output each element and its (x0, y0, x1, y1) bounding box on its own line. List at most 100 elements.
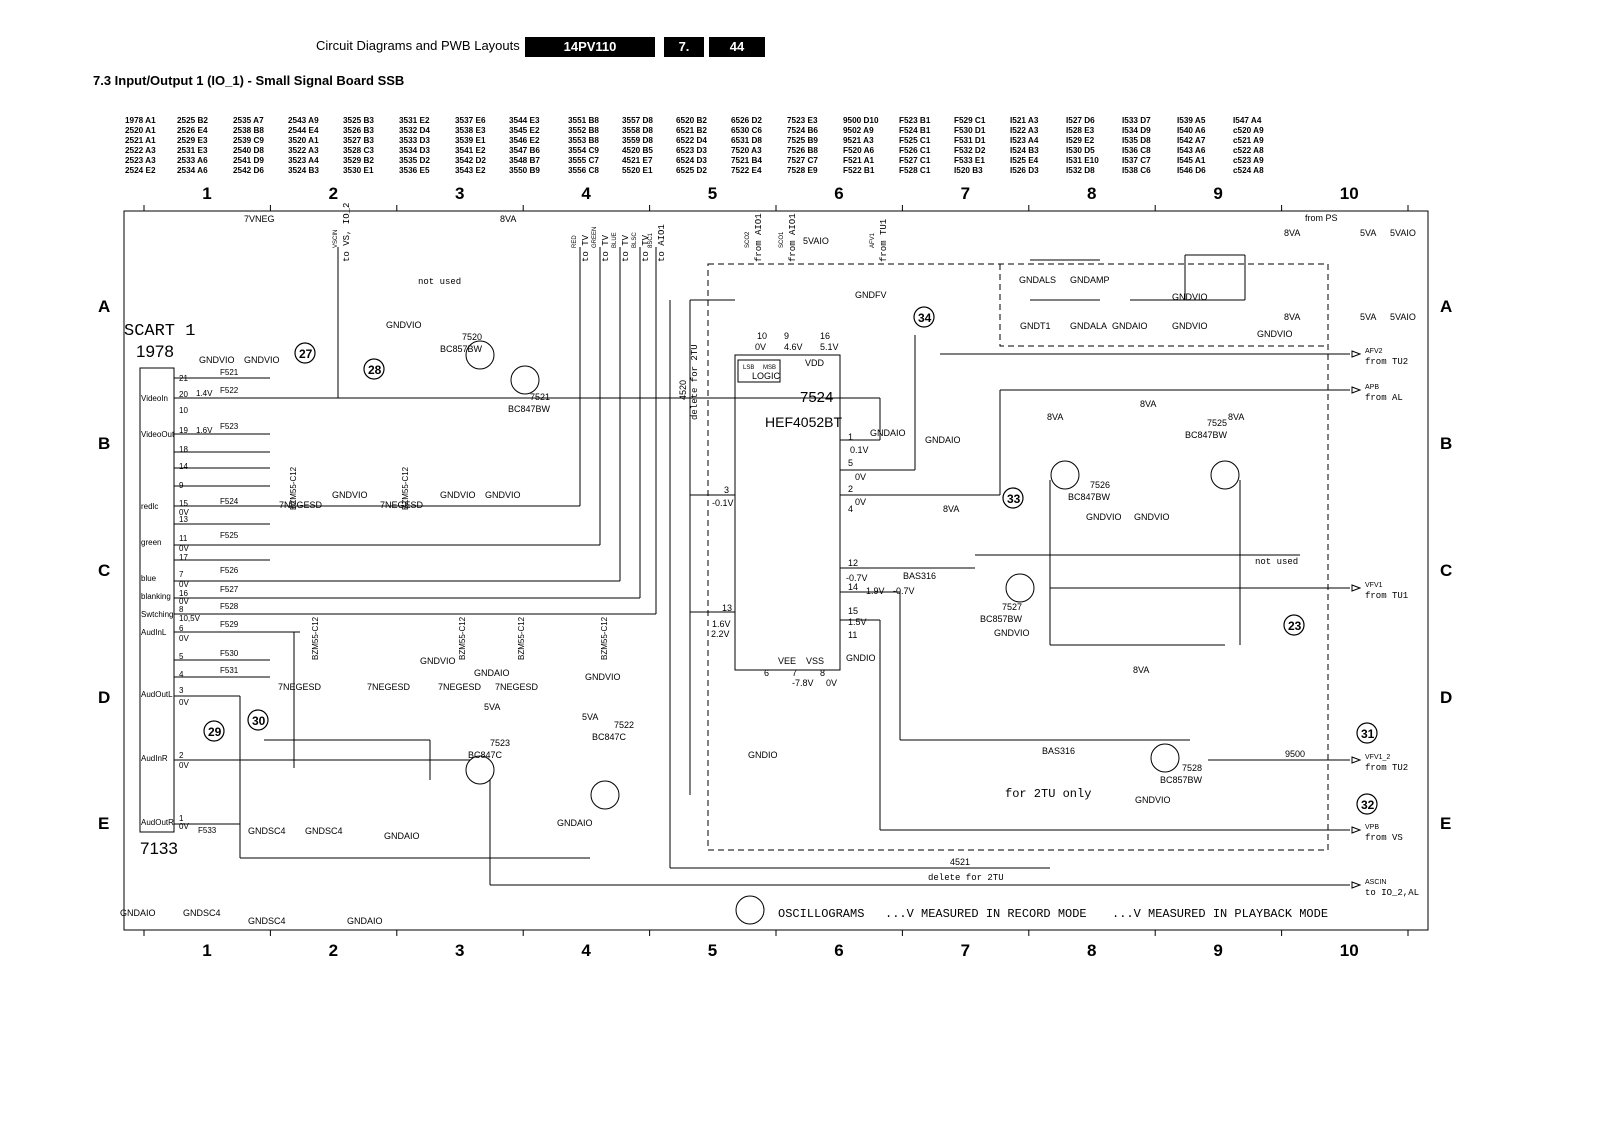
signal-net-ascin: ASCIN (1365, 879, 1386, 886)
reference-entry: 7527 C7 (787, 156, 818, 165)
rail-gndvio-label: GNDVIO (585, 672, 621, 682)
signal-net-afv2: AFV2 (1365, 348, 1383, 355)
region-2tu (707, 263, 1329, 851)
rail-gndaio-label: GNDAIO (1112, 321, 1148, 331)
transistor-type-7523: BC847C (468, 750, 503, 760)
transistor-ref-7520: 7520 (462, 332, 482, 342)
model-badge: 14PV110 (525, 37, 655, 57)
callout-bubble-23 (1283, 614, 1305, 636)
grid-row-left-C: C (98, 561, 110, 580)
scart-pin-17: 17 (179, 553, 188, 562)
reference-entry: F522 B1 (843, 166, 875, 175)
rail-gndvio-label: GNDVIO (1172, 292, 1208, 302)
top-signal-label-sco1: from AIO1 (788, 213, 798, 262)
ic-type: HEF4052BT (765, 414, 842, 430)
reference-entry: 7524 B6 (787, 126, 818, 135)
reference-entry: I542 A7 (1177, 136, 1206, 145)
reference-entry: 3522 A3 (288, 146, 319, 155)
scart-signal-audinl: AudInL (141, 628, 167, 637)
section-title: 7.3 Input/Output 1 (IO_1) - Small Signal… (93, 73, 405, 88)
reference-entry: 3530 E1 (343, 166, 374, 175)
reference-entry: 3556 C8 (568, 166, 599, 175)
reference-entry: F525 C1 (899, 136, 931, 145)
zener-bzm55-label: BZM55-C12 (289, 466, 298, 510)
reference-entry: F531 D1 (954, 136, 986, 145)
ic-7524-body (734, 354, 841, 671)
reference-entry: 3526 B3 (343, 126, 374, 135)
zener-bzm55-label: BZM55-C12 (458, 616, 467, 660)
callout-bubble-34 (913, 306, 935, 328)
reference-entry: I536 C8 (1122, 146, 1151, 155)
scart-voltage: 0V (179, 508, 189, 517)
reference-entry: 7525 B9 (787, 136, 818, 145)
scart-pin-10: 10 (179, 406, 188, 415)
fuse-f528: F528 (220, 602, 239, 611)
note-record-mode: ...V MEASURED IN RECORD MODE (885, 907, 1087, 921)
rail-gndio-label: GNDIO (748, 750, 778, 760)
reference-entry: 2538 B8 (233, 126, 264, 135)
rail-gndsc4-label: GNDSC4 (248, 826, 286, 836)
scart-signal-videoout: VideoOut (141, 430, 175, 439)
rail-5vaio-label: 5VAIO (803, 236, 829, 246)
callout-bubble-32 (1356, 793, 1378, 815)
rail-gndaio-label: GNDAIO (925, 435, 961, 445)
reference-entry: 9502 A9 (843, 126, 874, 135)
grid-row-right-C: C (1440, 561, 1452, 580)
fuse-f521: F521 (220, 368, 239, 377)
zener-bzm55-label: BZM55-C12 (600, 616, 609, 660)
grid-col-bottom-6: 6 (834, 941, 843, 960)
reference-entry: 7526 B8 (787, 146, 818, 155)
signal-net-vfv1: VFV1 (1365, 582, 1383, 589)
rail-5vaio-label: 5VAIO (1390, 312, 1416, 322)
diode-bas316-label-2: BAS316 (1042, 746, 1075, 756)
reference-entry: 2540 D8 (233, 146, 264, 155)
chapter-badge: 7. (664, 37, 704, 57)
top-signal-net-sco1: SCO1 (779, 231, 785, 248)
reference-entry: 3527 B3 (343, 136, 374, 145)
ic-pin-voltage: 1.9V (866, 586, 885, 596)
fuse-f525: F525 (220, 531, 239, 540)
rail-gndvio-label: GNDVIO (1257, 329, 1293, 339)
scart-pin-3: 3 (179, 686, 184, 695)
ic-pin-voltage: 0V (855, 472, 866, 482)
rail-gndvio-label: GNDVIO (420, 656, 456, 666)
callout-number-28: 28 (368, 363, 382, 377)
reference-entry: I535 D8 (1122, 136, 1151, 145)
rail-gndsc4-label: GNDSC4 (305, 826, 343, 836)
reference-entry: I520 B3 (954, 166, 983, 175)
ic-pin-5: 5 (848, 458, 853, 468)
reference-entry: 6530 C6 (731, 126, 762, 135)
rail-5va-label: 5VA (582, 712, 598, 722)
rail-5va-label: 5VA (484, 702, 500, 712)
reference-entry: 3537 E6 (455, 116, 486, 125)
reference-entry: 3525 B3 (343, 116, 374, 125)
scart-ref: 1978 (136, 342, 174, 361)
reference-entry: F521 A1 (843, 156, 875, 165)
top-signal-label-sco2: from AIO1 (754, 213, 764, 262)
scart-signal-blue: blue (141, 574, 157, 583)
ic-vss-label: VSS (806, 656, 824, 666)
top-signal-net-vscin: VSCIN (333, 230, 339, 248)
reference-entry: I545 A1 (1177, 156, 1206, 165)
grid-col-bottom-1: 1 (202, 941, 211, 960)
signal-net-apb: APB (1365, 384, 1379, 391)
grid-row-right-D: D (1440, 688, 1452, 707)
reference-entry: 7522 E4 (731, 166, 762, 175)
reference-entry: I530 D5 (1066, 146, 1095, 155)
reference-entry: 2541 D9 (233, 156, 264, 165)
page-number-badge: 44 (709, 37, 765, 57)
callout-number-33: 33 (1007, 492, 1021, 506)
fuse-f529: F529 (220, 620, 239, 629)
grid-col-top-4: 4 (581, 184, 591, 203)
fuse-f522: F522 (220, 386, 239, 395)
ic-pin-9: 9 (784, 331, 789, 341)
reference-entry: I533 D7 (1122, 116, 1151, 125)
note-delete-2tu-bottom: delete for 2TU (928, 873, 1004, 883)
reference-entry: I534 D9 (1122, 126, 1151, 135)
ic-pin-15: 15 (848, 606, 858, 616)
